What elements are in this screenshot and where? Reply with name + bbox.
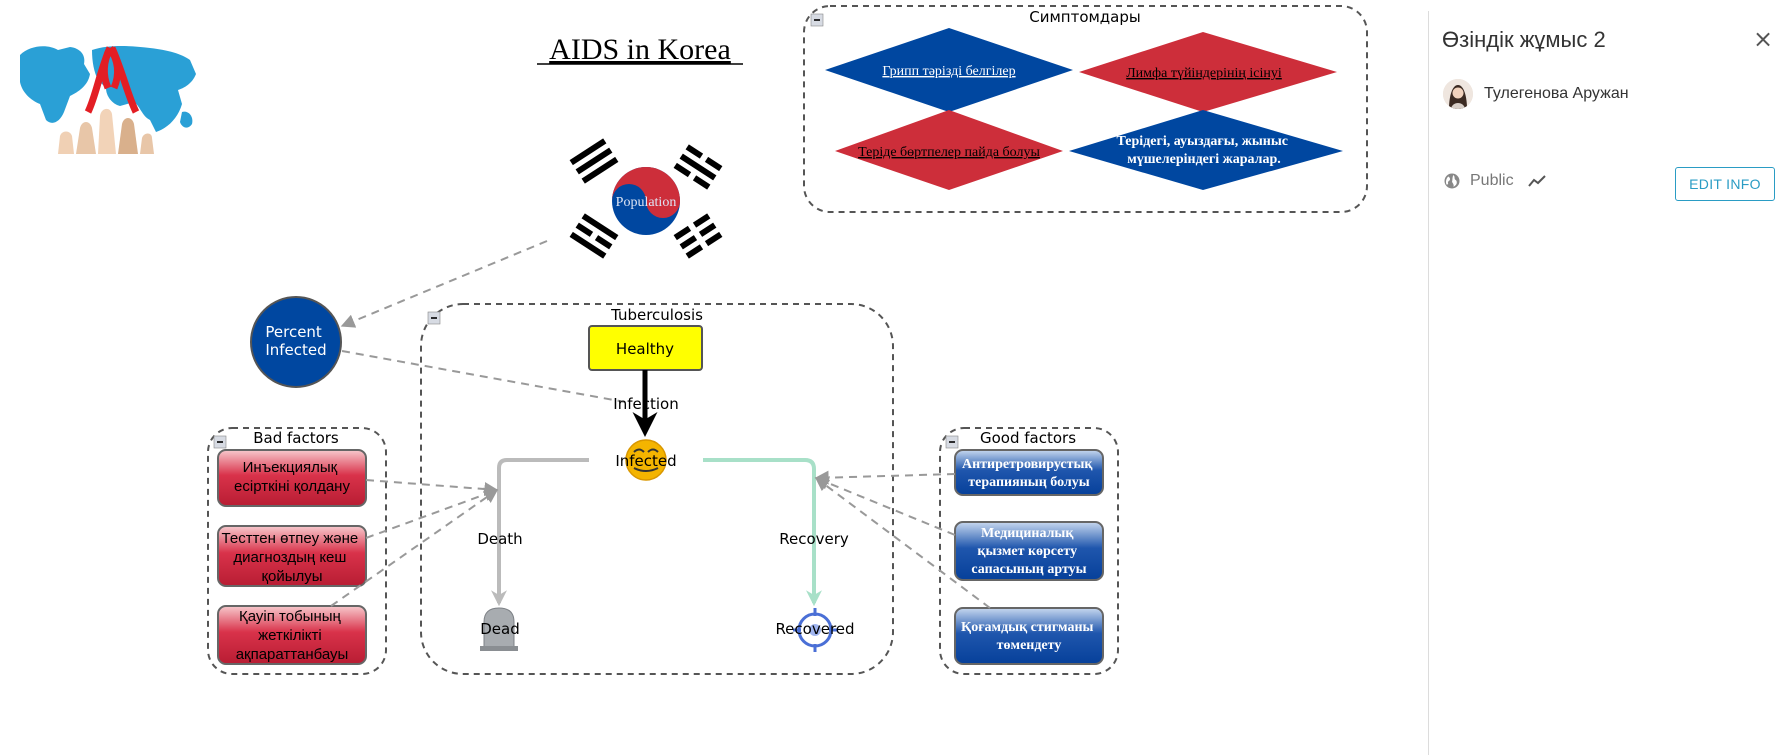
panel-title: Өзіндік жұмыс 2 xyxy=(1442,27,1606,52)
good-factor-label-3: Қоғамдық стигманы төмендету xyxy=(961,620,1097,653)
good-factors-group-title: Good factors xyxy=(980,429,1076,447)
aids-logo xyxy=(20,46,196,154)
link-good-factor-1 xyxy=(814,470,956,485)
symptom-label-3: Теріде бөртпелер пайда болуы xyxy=(858,145,1040,160)
bad-factor-box-1[interactable] xyxy=(217,449,367,507)
infected-label: Infected xyxy=(615,452,676,470)
symptoms-group[interactable]: Симптомдары Грипп тәрізді белгілер Лимфа… xyxy=(803,5,1368,213)
bad-factors-group-title: Bad factors xyxy=(253,429,339,447)
close-button[interactable]: × xyxy=(1749,25,1777,53)
korea-flag xyxy=(569,138,723,259)
tombstone-icon xyxy=(480,607,518,651)
author-name[interactable]: Тулегенова Аружан xyxy=(1484,85,1629,102)
population-stock[interactable]: Population xyxy=(612,167,680,235)
good-factor-box-2[interactable] xyxy=(954,521,1104,581)
good-factors-group[interactable]: Good factors Антиретровирустық терапияны… xyxy=(939,427,1119,675)
diagram-svg: AIDS in Korea Симптомдары Грипп тәрізді … xyxy=(20,5,1368,675)
good-factor-label-1: Антиретровирустық терапияның болуы xyxy=(962,457,1096,490)
bad-factor-box-3[interactable] xyxy=(217,605,367,665)
tuberculosis-group-border xyxy=(420,303,894,675)
recovered-target-icon xyxy=(793,608,837,652)
visibility-label: Public xyxy=(1470,172,1514,189)
tuberculosis-group[interactable]: Tuberculosis Healthy Infection Infected … xyxy=(420,303,894,675)
bad-factors-group[interactable]: Bad factors Инъекциялық есірткіні қолдан… xyxy=(207,427,387,675)
symptom-label-4-line: мүшелеріндегі жаралар. xyxy=(1127,152,1281,167)
bad-factor-label-2: Тесттен өтпеу және диагноздың кеш қойылу… xyxy=(222,530,363,585)
avatar[interactable] xyxy=(1443,79,1473,109)
symptom-label-2: Лимфа түйіндерінің ісінуі xyxy=(1126,66,1282,81)
edit-info-button[interactable]: EDIT INFO xyxy=(1675,167,1775,201)
diagram-title: AIDS in Korea xyxy=(549,33,731,66)
death-flow xyxy=(491,458,589,607)
good-factor-label-2: Медициналық қызмет көрсету сапасының арт… xyxy=(971,526,1086,577)
visibility-row: Public xyxy=(1443,172,1546,190)
good-factor-box-1[interactable] xyxy=(954,449,1104,496)
diagram-canvas[interactable]: AIDS in Korea Симптомдары Грипп тәрізді … xyxy=(0,0,1428,755)
percent-infected-node[interactable]: Percent Infected xyxy=(250,296,342,388)
link-population-percent xyxy=(340,240,548,328)
bad-factor-box-2[interactable] xyxy=(217,525,367,587)
symptom-diamond-1[interactable] xyxy=(825,28,1073,112)
info-panel: Өзіндік жұмыс 2 × Тулегенова Аружан Publ… xyxy=(1428,11,1790,755)
author-row[interactable]: Тулегенова Аружан xyxy=(1443,79,1629,109)
healthy-label: Healthy xyxy=(616,340,674,358)
trending-icon[interactable] xyxy=(1527,174,1546,188)
bad-factor-label-3: Қауіп тобының жеткілікті ақпараттанбауы xyxy=(236,608,349,663)
population-label: Population xyxy=(616,195,677,210)
symptom-diamond-2[interactable] xyxy=(1079,32,1337,112)
link-bad-factor-1 xyxy=(365,479,499,497)
infected-emoji-icon xyxy=(625,439,667,481)
bad-factor-label-1: Инъекциялық есірткіні қолдану xyxy=(234,459,350,495)
globe-icon xyxy=(1444,173,1460,189)
link-good-factor-2 xyxy=(814,476,956,536)
symptom-label-4-line: Терідегі, ауыздағы, жыныс xyxy=(1117,134,1289,149)
death-label: Death xyxy=(477,530,522,548)
percent-infected-label: Percent Infected xyxy=(265,323,326,359)
recovered-label: Recovered xyxy=(775,620,854,638)
infection-label: Infection xyxy=(613,395,678,413)
recovery-flow xyxy=(703,458,822,607)
dead-label: Dead xyxy=(480,620,520,638)
good-factors-group-border xyxy=(939,427,1119,675)
link-bad-factor-2 xyxy=(365,487,499,539)
symptom-diamond-4[interactable] xyxy=(1069,110,1343,190)
tuberculosis-group-title: Tuberculosis xyxy=(610,306,703,324)
symptom-label-1: Грипп тәрізді белгілер xyxy=(882,64,1015,79)
avatar-image xyxy=(1443,79,1473,109)
symptom-diamond-3[interactable] xyxy=(835,110,1063,190)
symptoms-group-border xyxy=(803,5,1368,213)
link-bad-factor-3 xyxy=(330,489,499,607)
bad-factors-group-border xyxy=(207,427,387,675)
good-factor-box-3[interactable] xyxy=(954,607,1104,665)
symptom-label-4: Терідегі, ауыздағы, жыныс мүшелеріндегі … xyxy=(1117,134,1292,167)
link-percent-infection xyxy=(341,350,626,403)
recovery-label: Recovery xyxy=(779,530,849,548)
close-icon: × xyxy=(1752,25,1774,53)
symptoms-group-title: Симптомдары xyxy=(1029,8,1141,26)
